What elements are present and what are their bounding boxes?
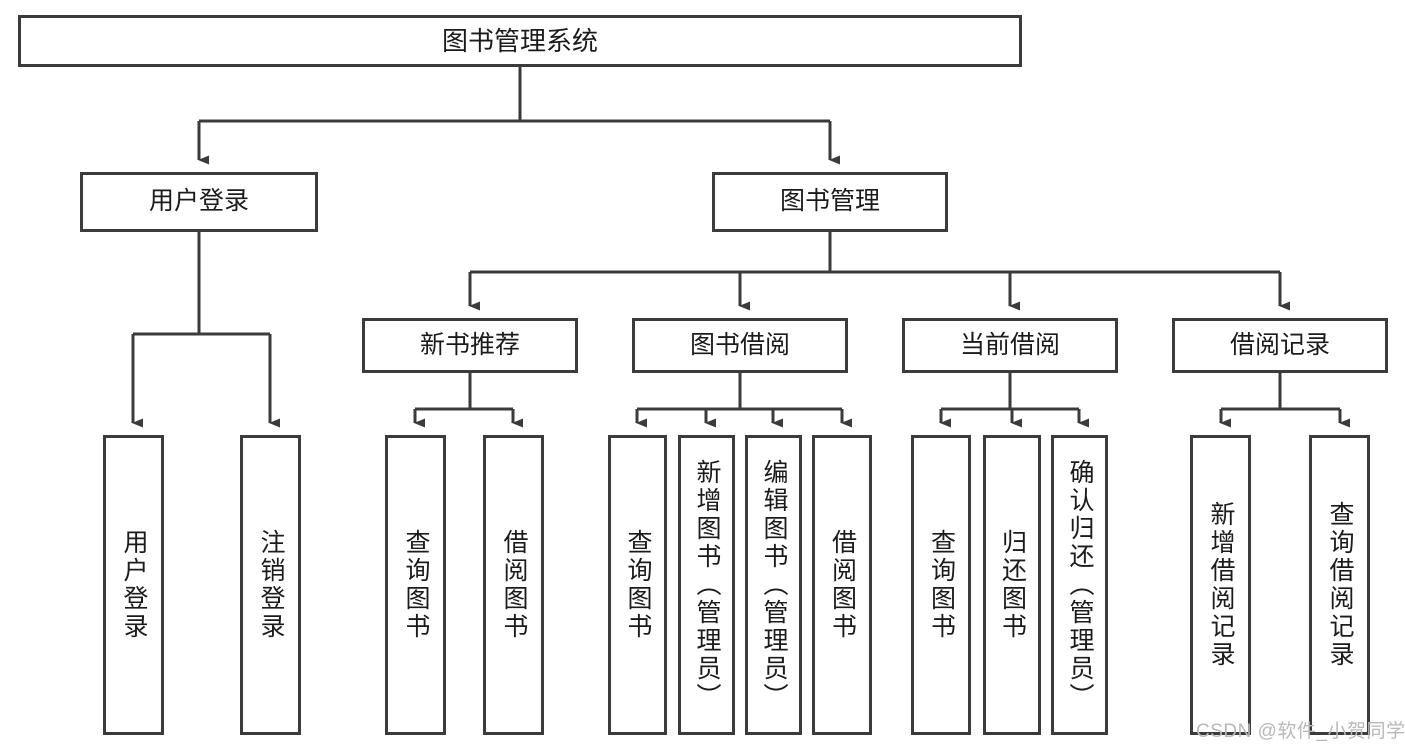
node-book-management-label: 图书管理 bbox=[779, 187, 880, 216]
node-leaf-add-book-admin[interactable]: 新增图书（管理员） bbox=[678, 435, 735, 735]
node-leaf-edit-book-admin-label: 编辑图书（管理员） bbox=[760, 459, 788, 711]
node-leaf-user-login[interactable]: 用户登录 bbox=[103, 435, 164, 735]
node-leaf-logout-login[interactable]: 注销登录 bbox=[240, 435, 301, 735]
node-leaf-query-book-cur-label: 查询图书 bbox=[927, 529, 956, 641]
node-root-label: 图书管理系统 bbox=[441, 25, 598, 56]
node-root[interactable]: 图书管理系统 bbox=[18, 15, 1022, 67]
node-borrow-record[interactable]: 借阅记录 bbox=[1172, 318, 1388, 373]
node-leaf-borrow-book-brw[interactable]: 借阅图书 bbox=[812, 435, 872, 735]
node-new-book-recommend-label: 新书推荐 bbox=[419, 330, 520, 359]
node-leaf-borrow-book-rec-label: 借阅图书 bbox=[500, 529, 528, 641]
node-book-borrow[interactable]: 图书借阅 bbox=[632, 318, 848, 373]
connector-borrowrecord-to-leaves bbox=[1219, 373, 1350, 428]
node-leaf-query-borrow-record-label: 查询借阅记录 bbox=[1326, 501, 1354, 669]
node-new-book-recommend[interactable]: 新书推荐 bbox=[362, 318, 578, 373]
node-leaf-borrow-book-brw-label: 借阅图书 bbox=[828, 529, 857, 641]
node-leaf-return-book[interactable]: 归还图书 bbox=[983, 435, 1041, 735]
node-leaf-borrow-book-rec[interactable]: 借阅图书 bbox=[483, 435, 544, 735]
connector-bookborrow-to-leaves bbox=[635, 373, 852, 428]
connector-currentborrow-to-leaves bbox=[939, 373, 1089, 428]
node-current-borrow[interactable]: 当前借阅 bbox=[902, 318, 1118, 373]
node-leaf-return-book-label: 归还图书 bbox=[998, 529, 1027, 641]
node-leaf-logout-login-label: 注销登录 bbox=[257, 529, 285, 641]
node-leaf-user-login-label: 用户登录 bbox=[120, 529, 148, 641]
node-book-borrow-label: 图书借阅 bbox=[689, 330, 790, 359]
node-leaf-confirm-return-admin-label: 确认归还（管理员） bbox=[1066, 459, 1094, 711]
node-book-management[interactable]: 图书管理 bbox=[712, 172, 948, 232]
node-leaf-edit-book-admin[interactable]: 编辑图书（管理员） bbox=[745, 435, 802, 735]
node-leaf-query-book-cur[interactable]: 查询图书 bbox=[911, 435, 971, 735]
node-user-login[interactable]: 用户登录 bbox=[80, 172, 318, 232]
node-leaf-confirm-return-admin[interactable]: 确认归还（管理员） bbox=[1051, 435, 1108, 735]
connector-userlogin-to-leaves bbox=[131, 232, 280, 428]
connector-bookmgmt-to-level3 bbox=[468, 232, 1290, 311]
connector-root-to-level2 bbox=[197, 67, 840, 165]
node-leaf-query-book-rec[interactable]: 查询图书 bbox=[385, 435, 446, 735]
connector-newbook-to-leaves bbox=[413, 373, 523, 428]
node-leaf-add-borrow-record[interactable]: 新增借阅记录 bbox=[1190, 435, 1251, 735]
node-leaf-query-book-rec-label: 查询图书 bbox=[402, 529, 430, 641]
node-leaf-query-book-brw-label: 查询图书 bbox=[624, 529, 652, 641]
node-leaf-add-borrow-record-label: 新增借阅记录 bbox=[1207, 501, 1235, 669]
node-user-login-label: 用户登录 bbox=[148, 187, 249, 216]
node-current-borrow-label: 当前借阅 bbox=[959, 330, 1060, 359]
node-borrow-record-label: 借阅记录 bbox=[1229, 330, 1330, 359]
csdn-watermark: CSDN @软件_小贺同学 bbox=[1196, 721, 1405, 742]
node-leaf-query-book-brw[interactable]: 查询图书 bbox=[608, 435, 667, 735]
node-leaf-query-borrow-record[interactable]: 查询借阅记录 bbox=[1309, 435, 1370, 735]
node-leaf-add-book-admin-label: 新增图书（管理员） bbox=[693, 459, 721, 711]
